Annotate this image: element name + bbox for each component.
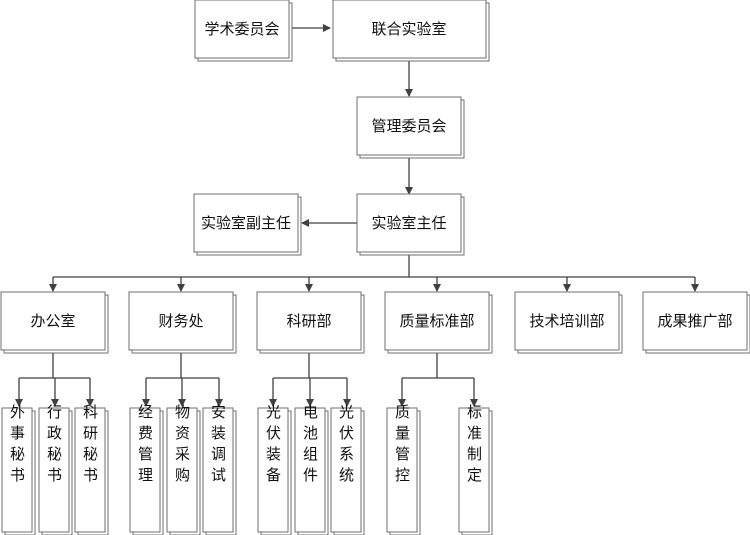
connectors: [15, 24, 699, 407]
node-label: 质量管控: [393, 404, 411, 488]
node-label: 财务处: [158, 312, 203, 330]
node-label: 物资采购: [173, 404, 191, 488]
node-foreign-secretary: 外事秘书: [1, 404, 36, 535]
node-material-purchasing: 物资采购: [166, 404, 201, 535]
node-finance: 财务处: [128, 291, 237, 354]
node-quality-control: 质量管控: [386, 404, 421, 535]
node-promotion: 成果推广部: [642, 291, 750, 354]
node-label: 实验室主任: [371, 214, 446, 232]
node-admin-secretary: 行政秘书: [38, 404, 73, 535]
node-label: 标准制定: [465, 404, 483, 488]
node-installation-testing: 安装调试: [202, 404, 237, 535]
node-label: 科研部: [286, 312, 331, 330]
node-label: 成果推广部: [657, 312, 732, 330]
node-label: 实验室副主任: [201, 214, 291, 232]
node-label: 办公室: [30, 312, 75, 330]
node-label: 安装调试: [209, 404, 227, 488]
node-standard-setting: 标准制定: [458, 404, 493, 535]
node-label: 经费管理: [136, 404, 154, 488]
node-lab-director: 实验室主任: [356, 193, 465, 256]
node-label: 质量标准部: [399, 312, 474, 330]
node-funds-management: 经费管理: [129, 404, 164, 535]
node-pv-equipment: 光伏装备: [257, 404, 292, 535]
node-label: 学术委员会: [204, 20, 279, 38]
node-battery-module: 电池组件: [294, 404, 329, 535]
node-label: 行政秘书: [45, 404, 63, 488]
node-label: 光伏系统: [337, 404, 355, 488]
node-pv-system: 光伏系统: [330, 404, 365, 535]
node-label: 科研秘书: [81, 404, 99, 488]
node-label: 光伏装备: [264, 404, 282, 488]
node-label: 电池组件: [301, 404, 319, 488]
node-office: 办公室: [0, 291, 109, 354]
node-label: 技术培训部: [529, 312, 604, 330]
node-joint-lab: 联合实验室: [332, 0, 490, 62]
node-deputy-director: 实验室副主任: [193, 193, 302, 256]
node-label: 联合实验室: [371, 20, 446, 38]
node-label: 管理委员会: [371, 117, 446, 135]
node-research-secretary: 科研秘书: [74, 404, 109, 535]
node-training: 技术培训部: [514, 291, 623, 354]
node-research: 科研部: [256, 291, 365, 354]
node-quality: 质量标准部: [384, 291, 493, 354]
node-academic-committee: 学术委员会: [194, 0, 293, 62]
node-label: 外事秘书: [8, 404, 26, 488]
node-management-committee: 管理委员会: [356, 96, 465, 159]
